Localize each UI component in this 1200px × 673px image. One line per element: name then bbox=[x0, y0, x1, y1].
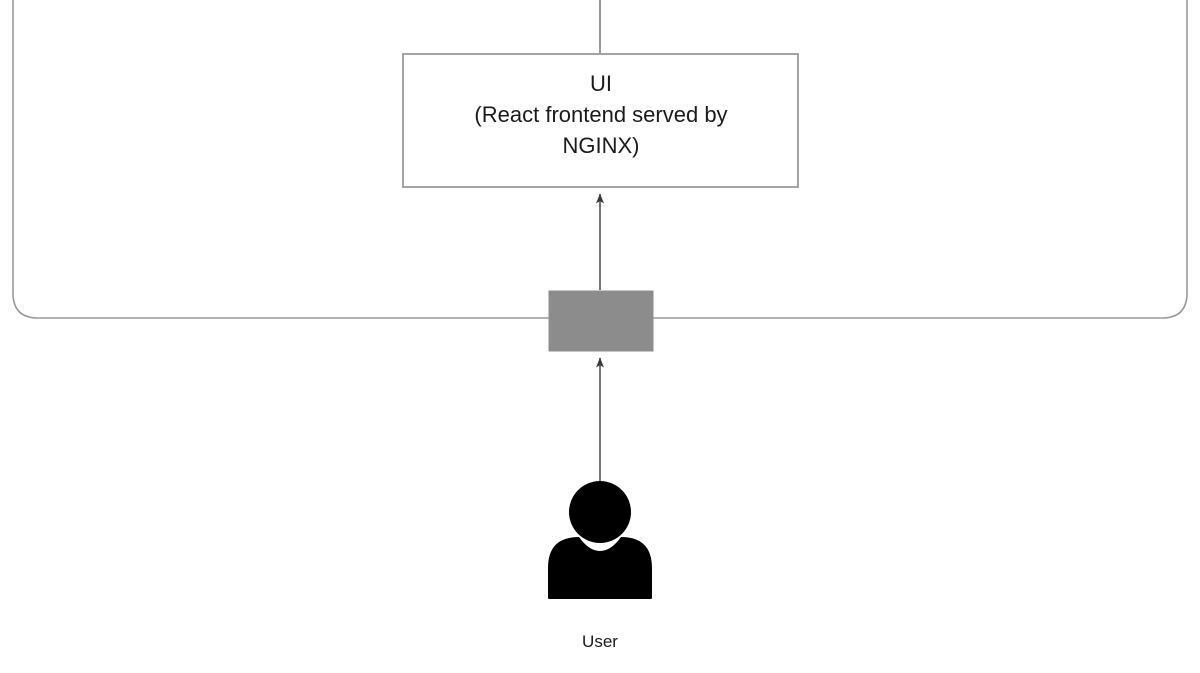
user-head-icon bbox=[569, 481, 631, 543]
ui-box-rect[interactable] bbox=[402, 53, 799, 188]
user-actor-icon[interactable] bbox=[548, 481, 652, 599]
gateway-box-rect[interactable] bbox=[548, 290, 654, 352]
user-body-icon bbox=[548, 537, 652, 599]
